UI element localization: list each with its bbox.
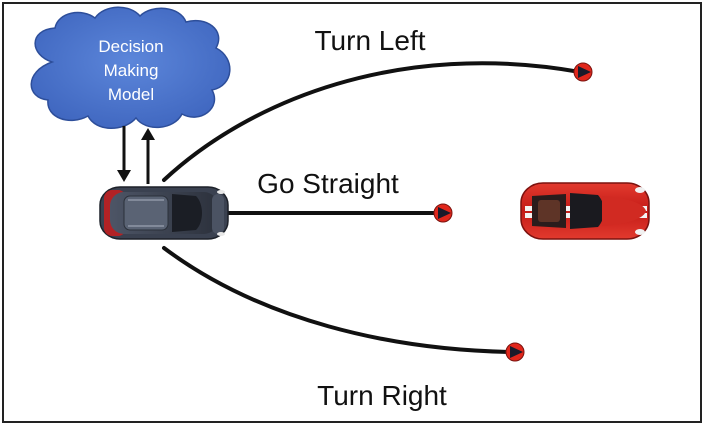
endpoints xyxy=(433,62,593,362)
cloud-line-1: Decision xyxy=(98,37,163,56)
turn-right-path xyxy=(162,246,514,354)
turn-right-endpoint xyxy=(505,342,525,362)
cloud-line-2: Making xyxy=(104,61,159,80)
decision-cloud: Decision Making Model xyxy=(30,6,231,129)
cloud-car-arrows xyxy=(117,126,155,184)
trajectories xyxy=(162,61,582,354)
go-straight-label: Go Straight xyxy=(257,168,399,199)
down-arrow-head xyxy=(117,170,131,182)
go-straight-endpoint xyxy=(433,203,453,223)
up-arrow-head xyxy=(141,128,155,140)
red-sports-car xyxy=(520,182,650,240)
turn-left-endpoint xyxy=(573,62,593,82)
ego-car xyxy=(99,186,229,240)
turn-left-label: Turn Left xyxy=(314,25,425,56)
cloud-shape xyxy=(30,6,231,129)
cloud-line-3: Model xyxy=(108,85,154,104)
turn-left-path xyxy=(162,61,582,182)
ego-windshield xyxy=(172,194,202,232)
turn-right-label: Turn Right xyxy=(317,380,447,411)
sports-car-windshield xyxy=(570,193,604,229)
